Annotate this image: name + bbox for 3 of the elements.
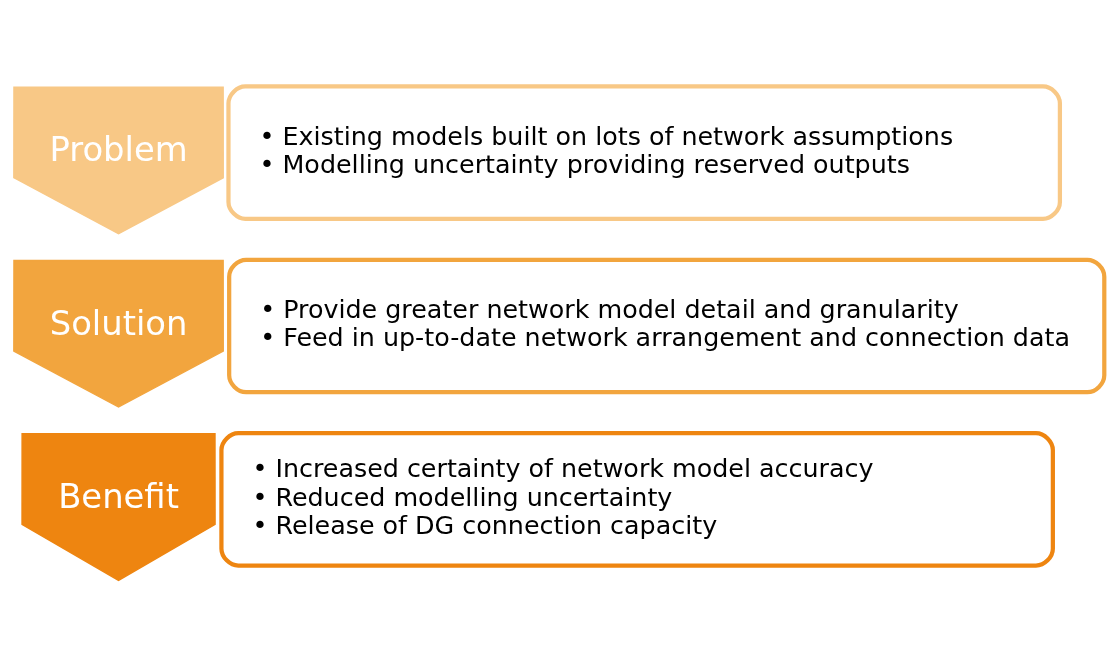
node-box: • Existing models built on lots of network assumptions • Modelling uncertainty providing reserved outputs (226, 83, 1063, 221)
node-box: • Provide greater network model detail and granularity • Feed in up-to-date network arrangement and connection data (227, 257, 1107, 394)
node-box: • Increased certainty of network model accuracy • Reduced modelling uncertainty • Release of DG connection capacity (219, 430, 1055, 568)
